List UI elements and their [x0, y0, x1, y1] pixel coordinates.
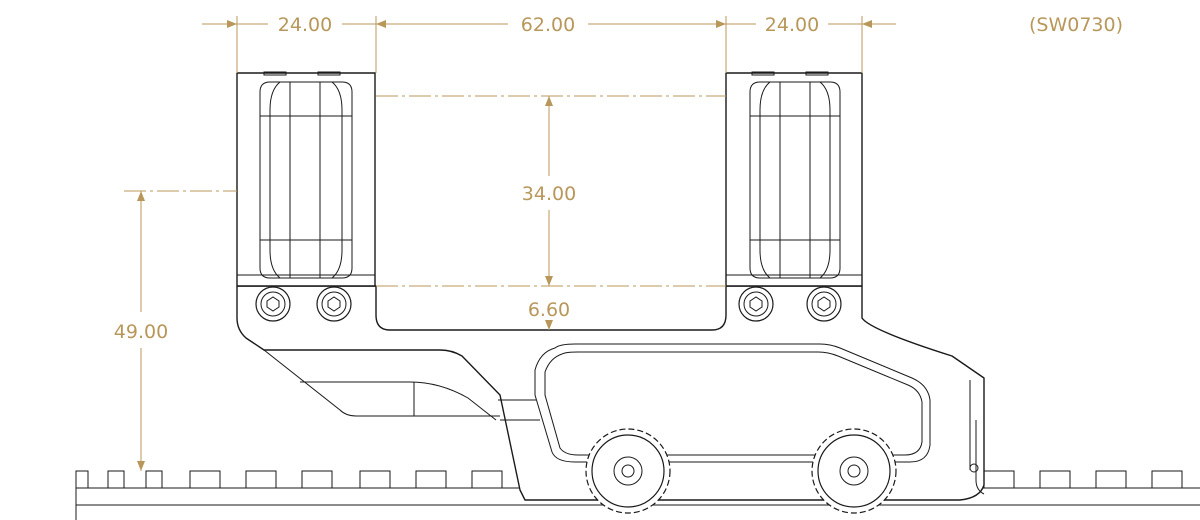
- screw: [316, 286, 352, 322]
- right-ring: [725, 71, 863, 287]
- dim-ring-spacing: 62.00: [521, 14, 575, 36]
- knurled-knob: [585, 428, 671, 514]
- dim-center-height: 49.00: [114, 190, 237, 471]
- knurled-knobs: [585, 428, 897, 514]
- dim-top-widths: 24.00 62.00 24.00: [202, 14, 896, 73]
- dim-ring-width-left: 24.00: [278, 14, 332, 36]
- dimensions: 24.00 62.00 24.00 (SW0730) 34.00 6.60: [114, 14, 1123, 471]
- screw: [806, 286, 842, 322]
- left-ring: [236, 71, 376, 287]
- dim-center-height-label: 49.00: [114, 321, 168, 343]
- knurled-knob: [811, 428, 897, 514]
- left-ring-window: [259, 81, 353, 279]
- latch-detail: [969, 380, 985, 495]
- dim-tube-diameter: 34.00: [376, 95, 726, 287]
- dim-tube-diameter-label: 34.00: [522, 183, 576, 205]
- mount-body-outline: [236, 285, 985, 501]
- screw: [738, 286, 774, 322]
- right-ring-window: [749, 81, 841, 279]
- ring-screws: [255, 286, 842, 322]
- screw: [255, 286, 291, 322]
- rail-slots: [75, 470, 1183, 488]
- dim-ring-gap-label: 6.60: [528, 299, 570, 321]
- dim-ring-width-right: 24.00: [765, 14, 819, 36]
- scope-mount: [236, 71, 985, 514]
- lightening-pocket: [534, 343, 931, 463]
- dim-ring-gap: 6.60: [528, 299, 570, 330]
- bevel-detail: [263, 349, 500, 417]
- part-number: (SW0730): [1029, 14, 1123, 36]
